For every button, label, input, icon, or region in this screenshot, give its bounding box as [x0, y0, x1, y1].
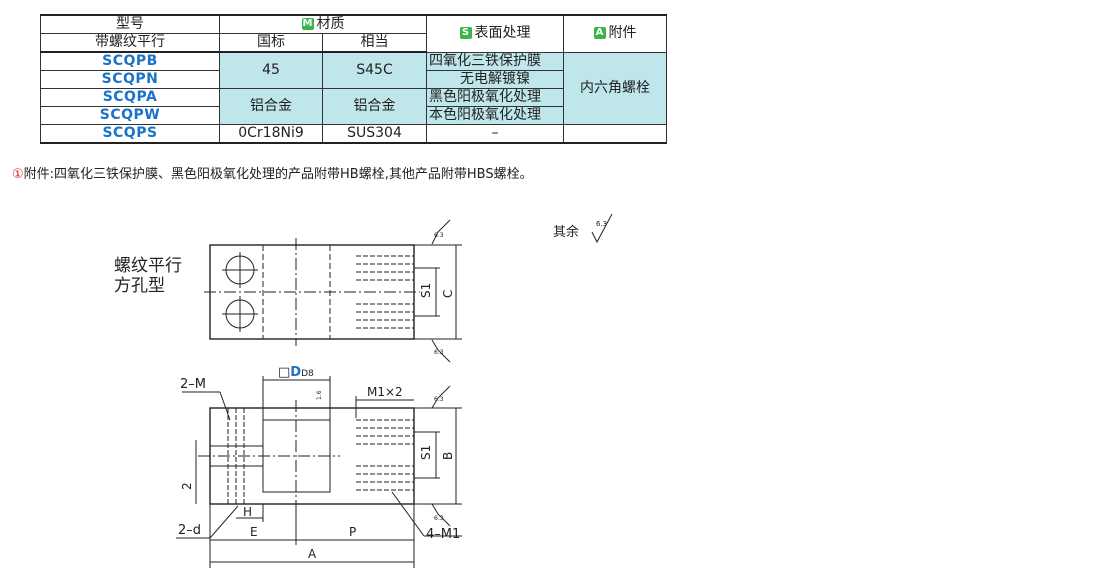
code-cell: SCQPA [40, 88, 220, 107]
title-line1: 螺纹平行 [114, 256, 182, 276]
footnote: ①附件:四氧化三铁保护膜、黑色阳极氧化处理的产品附带HB螺栓,其他产品附带HBS… [12, 167, 533, 182]
title-line2: 方孔型 [114, 276, 165, 296]
dim-4m1: 4–M1 [426, 527, 460, 542]
surface-badge: S [459, 27, 472, 40]
mat-eq-cell: 铝合金 [322, 88, 427, 125]
surface-cell: 四氧化三铁保护膜 [426, 51, 564, 71]
svg-text:1.6: 1.6 [316, 390, 323, 400]
roughness-rest-label: 其余 [553, 224, 579, 240]
code-cell: SCQPS [40, 124, 220, 144]
header-model: 型号 [40, 14, 220, 34]
svg-text:6.3: 6.3 [434, 396, 444, 403]
surface-cell: 无电解镀镍 [426, 70, 564, 89]
dim-2: 2 [180, 482, 194, 490]
svg-text:6.3: 6.3 [434, 232, 444, 239]
dim-a: A [308, 547, 317, 561]
dim-s1-top: S1 [419, 283, 433, 298]
mat-eq-cell: S45C [322, 51, 427, 89]
svg-text:□DD8: □DD8 [278, 365, 314, 380]
dim-e: E [250, 525, 258, 539]
dim-s1-front: S1 [419, 445, 433, 460]
accessory-empty-cell [563, 124, 667, 144]
surface-cell: 本色阳极氧化处理 [426, 106, 564, 125]
mat-gb-cell: 铝合金 [219, 88, 323, 125]
code-cell: SCQPN [40, 70, 220, 89]
surface-cell: 黑色阳极氧化处理 [426, 88, 564, 107]
dim-c: C [441, 290, 455, 298]
dim-2d: 2–d [178, 523, 201, 538]
header-gb: 国标 [219, 33, 323, 53]
dim-b: B [441, 452, 455, 460]
mat-gb-cell: 0Cr18Ni9 [219, 124, 323, 144]
dim-m1x2: M1×2 [367, 385, 403, 399]
svg-text:6.3: 6.3 [434, 515, 444, 522]
material-badge: M [301, 18, 314, 30]
dim-2m: 2–M [180, 377, 206, 392]
warning-icon: ① [12, 167, 24, 182]
roughness-value: 6.3 [596, 220, 607, 228]
dim-p: P [349, 525, 356, 539]
svg-text:6.3: 6.3 [434, 349, 444, 356]
header-equiv: 相当 [322, 33, 427, 53]
accessory-cell: 内六角螺栓 [563, 51, 667, 125]
accessory-badge: A [593, 27, 606, 40]
code-cell: SCQPW [40, 106, 220, 125]
surface-cell: – [426, 124, 564, 144]
dim-h: H [243, 505, 252, 519]
